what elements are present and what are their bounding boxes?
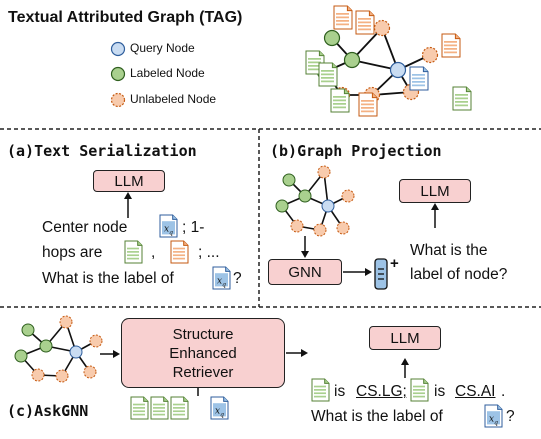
- blue-document-icon: [409, 66, 429, 91]
- green-document-icon: [124, 240, 143, 264]
- panel-c-is1: is: [334, 383, 346, 400]
- query-document-icon: xq: [159, 214, 178, 238]
- node-unlabeled: [373, 19, 391, 37]
- gnn-box: GNN: [268, 259, 342, 285]
- panel-c-title: (c)AskGNN: [7, 402, 89, 420]
- green-document-icon: [318, 62, 338, 87]
- svg-text:xq: xq: [215, 406, 224, 418]
- legend-unlabeled-node-icon: [110, 92, 126, 108]
- green-document-icon: [150, 396, 169, 420]
- orange-document-icon: [358, 92, 378, 117]
- panel-a-line2a: hops are: [42, 244, 103, 261]
- svg-text:xq: xq: [489, 414, 498, 426]
- panel-b-question1: What is the: [410, 242, 488, 259]
- legend-labeled-label: Labeled Node: [130, 66, 205, 80]
- panel-a-line3b: ?: [233, 270, 242, 287]
- retriever-line1: Structure: [172, 325, 234, 343]
- panel-a-title: (a)Text Serialization: [7, 142, 197, 160]
- orange-document-icon: [333, 5, 353, 30]
- node-query: [389, 61, 407, 79]
- node-labeled: [323, 29, 341, 47]
- main-title: Textual Attributed Graph (TAG): [8, 9, 243, 26]
- panel-a-line1b: ; 1-: [182, 219, 205, 236]
- retriever-line3: Retriever: [172, 363, 234, 381]
- legend-labeled-node-icon: [110, 66, 126, 82]
- panel-a-line2b: ,: [151, 244, 156, 261]
- query-document-icon: xq: [212, 266, 231, 290]
- panel-c-label2: CS.AI: [455, 383, 496, 400]
- green-document-icon: [452, 86, 472, 111]
- panel-b-question2: label of node?: [410, 266, 508, 283]
- llm-box-b: LLM: [399, 179, 471, 203]
- green-document-icon: [130, 396, 149, 420]
- panel-a-line1a: Center node: [42, 219, 128, 236]
- graph-b-nodes: [275, 165, 355, 237]
- green-document-icon: [170, 396, 189, 420]
- panel-c-dot: .: [501, 383, 506, 400]
- node-unlabeled: [421, 46, 439, 64]
- node-labeled: [343, 51, 361, 69]
- retriever-box: Structure Enhanced Retriever: [121, 318, 285, 388]
- panel-c-question-a: What is the label of: [311, 408, 443, 425]
- panel-b-title: (b)Graph Projection: [270, 142, 442, 160]
- green-document-icon: [330, 88, 350, 113]
- legend-unlabeled-label: Unlabeled Node: [130, 92, 217, 106]
- query-document-icon: xq: [210, 396, 229, 420]
- llm-box-a: LLM: [93, 170, 165, 192]
- panel-c-is2: is: [434, 383, 446, 400]
- query-document-icon: xq: [484, 404, 503, 428]
- svg-text:xq: xq: [217, 276, 226, 288]
- graph-c-nodes: [14, 315, 103, 383]
- llm-box-c: LLM: [369, 326, 441, 350]
- retriever-line2: Enhanced: [169, 344, 237, 362]
- panel-c-question-b: ?: [506, 408, 515, 425]
- green-document-icon: [410, 378, 429, 402]
- panel-a-line3a: What is the label of: [42, 270, 174, 287]
- orange-document-icon: [170, 240, 189, 264]
- legend-query-node-icon: [110, 41, 126, 57]
- panel-c-label1: CS.LG;: [356, 383, 407, 400]
- orange-document-icon: [441, 33, 461, 58]
- orange-document-icon: [355, 10, 375, 35]
- svg-text:+: +: [390, 255, 399, 272]
- panel-a-line2c: ; ...: [198, 244, 220, 261]
- svg-text:xq: xq: [164, 224, 173, 236]
- green-document-icon: [311, 378, 330, 402]
- legend-query-label: Query Node: [130, 41, 195, 55]
